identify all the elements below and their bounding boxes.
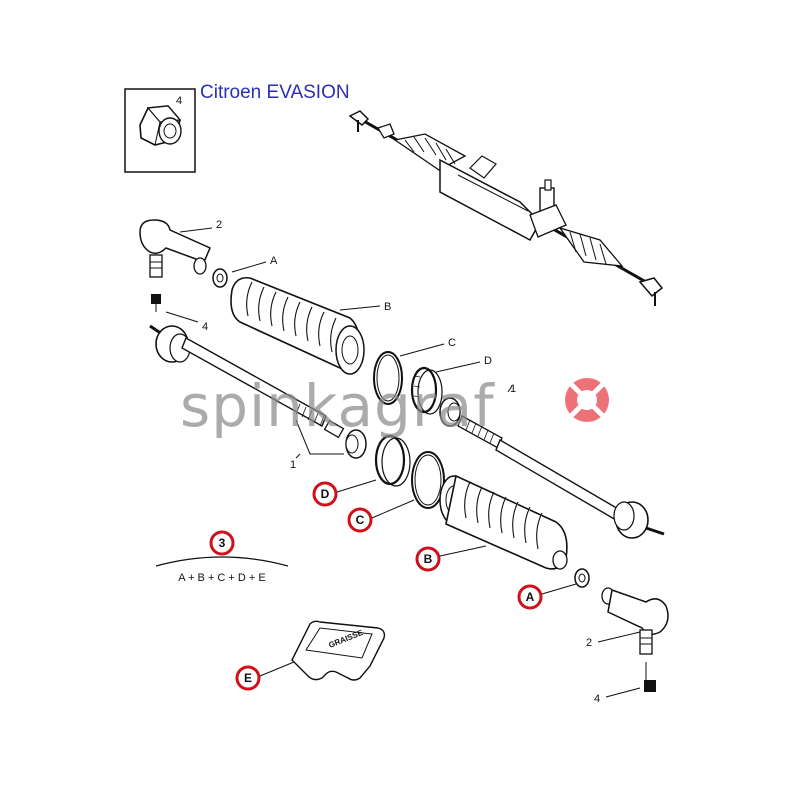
square-marker-top — [151, 294, 161, 304]
callout-a: A — [517, 583, 577, 610]
inner-rod-left-number: 1 — [290, 459, 296, 471]
ring-c-top-label: C — [448, 337, 456, 349]
clamp-d-bottom — [374, 434, 411, 487]
grease-packet: GRAISSE — [291, 620, 386, 681]
ring-c-bottom — [411, 451, 445, 509]
ring-c-top — [373, 351, 403, 405]
callout-e-label: E — [244, 671, 252, 685]
steering-rack-assembly — [348, 110, 664, 306]
callout-d-label: D — [321, 487, 330, 501]
inner-rod-right — [439, 397, 665, 539]
diagram-title: Citroen EVASION — [200, 82, 350, 103]
callout-a-label: A — [526, 590, 535, 604]
kit-formula: 3 A + B + C + D + E — [155, 530, 289, 584]
square-marker-bottom — [644, 680, 656, 692]
callout-c-label: C — [356, 513, 365, 527]
callout-b: B — [415, 545, 487, 572]
clamp-d-top-label: D — [484, 355, 492, 367]
tie-rod-end-bottom-number: 2 — [586, 637, 592, 649]
watermark-text: spinkagraf — [180, 372, 495, 440]
tie-rod-end-top-number: 2 — [216, 219, 222, 231]
boot-b-top-label: B — [384, 301, 391, 313]
nut-number: 4 — [176, 95, 182, 107]
tie-rod-end-bottom — [601, 587, 669, 655]
inner-rod-left — [149, 324, 367, 459]
inner-rod-right-number: 1 — [510, 383, 516, 395]
kit-formula-text: A + B + C + D + E — [178, 572, 265, 584]
boot-b-bottom — [439, 474, 568, 570]
square-marker-top-number: 4 — [202, 321, 208, 333]
callout-e: E — [235, 661, 295, 691]
watermark-logo — [565, 378, 609, 422]
nut-inset — [124, 88, 196, 173]
callout-b-label: B — [424, 552, 433, 566]
clamp-d-top — [410, 366, 443, 415]
clip-a-top-label: A — [270, 255, 278, 267]
tie-rod-end-top — [139, 219, 211, 278]
clip-a-top — [212, 268, 228, 288]
boot-b-top — [230, 276, 365, 375]
callout-d: D — [312, 479, 377, 507]
clip-a-bottom — [574, 568, 590, 588]
square-marker-bottom-number: 4 — [594, 693, 600, 705]
callout-c: C — [347, 499, 415, 533]
kit-number: 3 — [219, 536, 226, 550]
